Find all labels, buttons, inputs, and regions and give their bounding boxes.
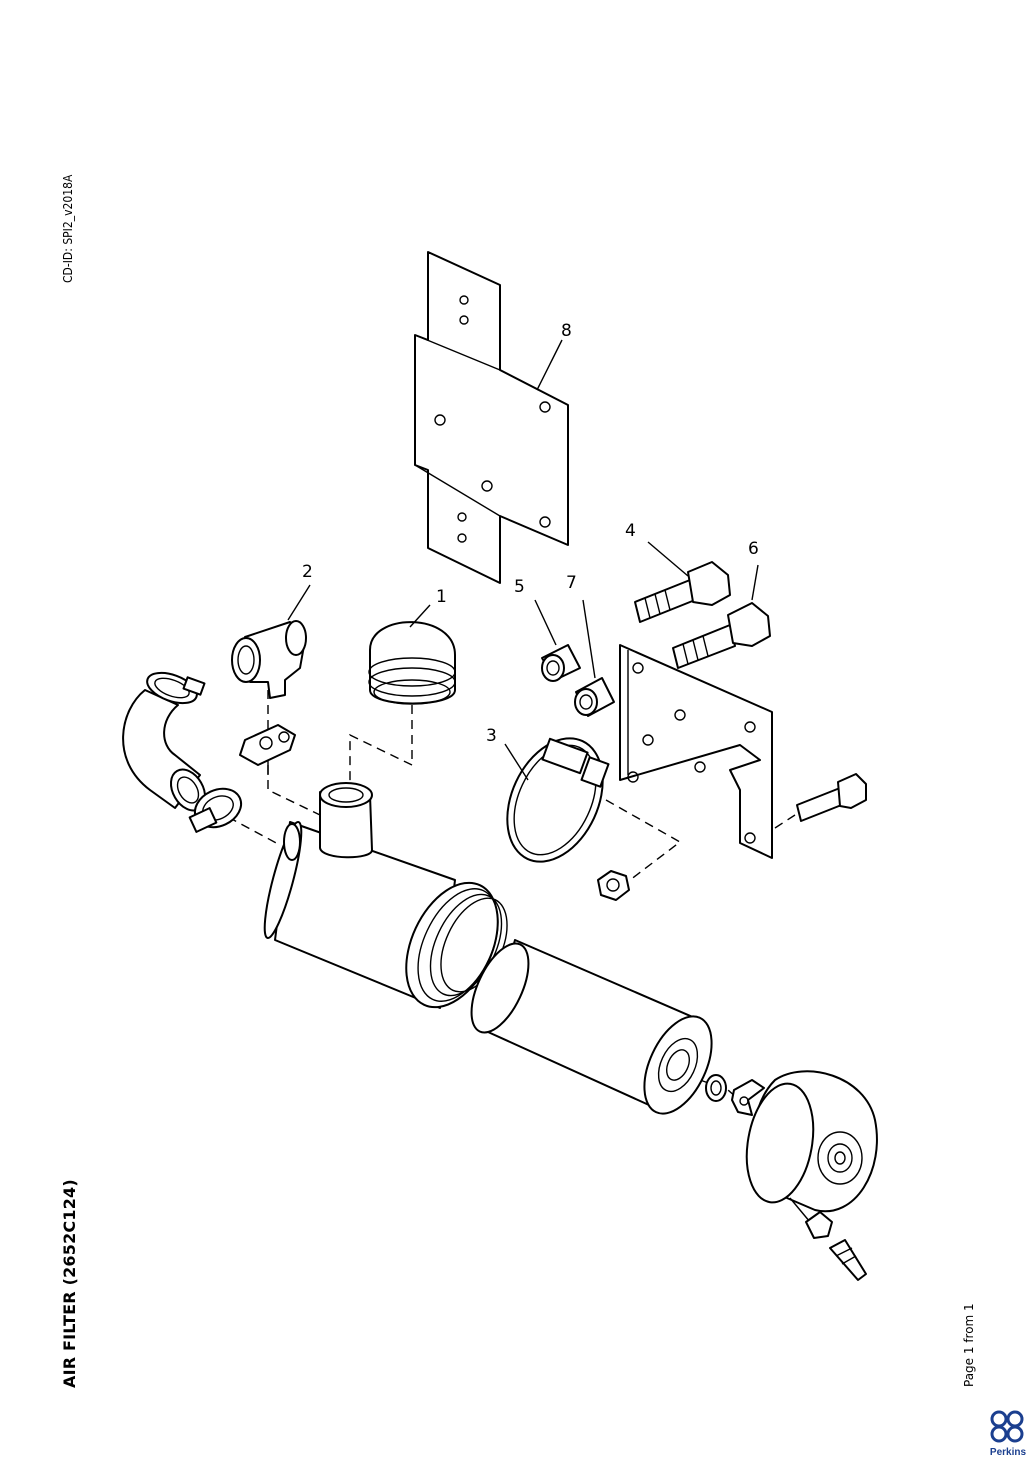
callout-3: 3 <box>486 726 497 746</box>
callout-1: 1 <box>436 587 447 607</box>
callout-4: 4 <box>625 521 636 541</box>
bolt-4 <box>634 561 731 623</box>
hex-nut <box>597 870 630 901</box>
band-clamp <box>506 737 610 863</box>
small-bracket <box>239 724 296 775</box>
spacer-7 <box>574 677 615 717</box>
washer <box>705 1074 727 1102</box>
filter-flange <box>405 881 508 1009</box>
bolt-small <box>796 773 867 822</box>
wing-nut <box>731 1079 765 1116</box>
hose-clip-bottom <box>188 787 243 833</box>
hose-clip-top <box>146 671 206 705</box>
bolt-6 <box>672 602 771 669</box>
elbow-connector <box>231 620 307 699</box>
callout-7: 7 <box>566 573 577 593</box>
spacer-5 <box>541 644 581 682</box>
callout-8: 8 <box>561 321 572 341</box>
filter-element <box>470 939 713 1115</box>
dust-valve <box>789 1197 867 1281</box>
callout-6: 6 <box>748 539 759 559</box>
mounting-plate <box>619 644 773 859</box>
breather-cap <box>368 621 456 705</box>
brand-name: Perkins <box>990 1447 1027 1458</box>
end-cover <box>745 1070 878 1213</box>
callout-2: 2 <box>302 562 313 582</box>
mounting-bracket <box>414 251 569 584</box>
perkins-logo: Perkins <box>990 1410 1027 1458</box>
inlet-hose <box>122 689 207 812</box>
callout-5: 5 <box>514 577 525 597</box>
